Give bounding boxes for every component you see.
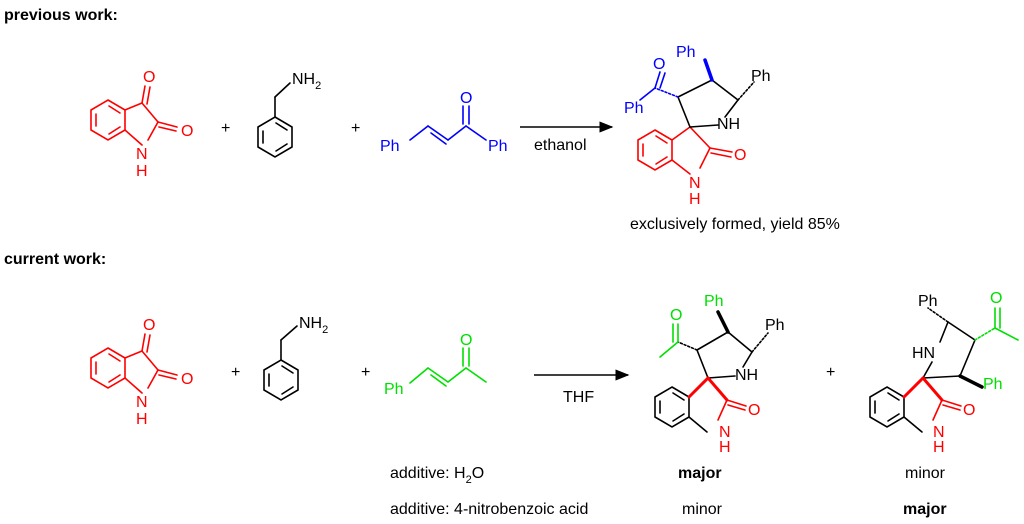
product-cur1-h: H (719, 439, 731, 456)
condition-thf: THF (563, 389, 594, 406)
isatin-1-o-right: O (181, 123, 193, 140)
isatin-2-o-right: O (181, 371, 193, 388)
product-prev-o-red: O (734, 147, 746, 164)
row1-product2-outcome: minor (905, 465, 946, 482)
product-prev-ph-right: Ph (751, 68, 771, 85)
current-plus-1: + (231, 364, 240, 381)
enone-o: O (460, 332, 472, 349)
product-cur1-nh: NH (735, 367, 758, 384)
isatin-molecule-2 (90, 333, 178, 394)
enone-molecule (409, 347, 487, 387)
product-prev-nh: NH (717, 116, 740, 133)
product-prev-ph-top: Ph (676, 44, 696, 61)
product-cur2-n: N (933, 424, 945, 441)
product-cur2-h: H (933, 439, 945, 456)
benzylamine-1-nh: NH2 (292, 71, 321, 92)
product-cur1-o-green: O (670, 307, 682, 324)
benzylamine-molecule-2 (263, 325, 299, 401)
additive-water-label: additive: H2O (390, 465, 484, 486)
chalcone-molecule (409, 105, 487, 145)
current-work-heading: current work: (4, 251, 106, 268)
product-prev-ph-blue: Ph (624, 100, 644, 117)
product-prev-h: H (689, 191, 701, 208)
product-current-1 (654, 310, 769, 433)
product-prev-o-blue: O (653, 56, 665, 73)
current-plus-3: + (826, 364, 835, 381)
product-cur2-o-green: O (990, 290, 1002, 307)
benzylamine-molecule-1 (257, 82, 293, 158)
previous-work-heading: previous work: (4, 7, 118, 24)
product-cur1-ph-top: Ph (704, 293, 724, 310)
product-cur2-hn: HN (912, 345, 935, 362)
benzylamine-2-nh: NH2 (299, 315, 328, 336)
chalcone-o: O (460, 90, 472, 107)
product-cur2-o-red: O (963, 402, 975, 419)
isatin-2-h: H (136, 411, 148, 428)
chalcone-ph-right: Ph (488, 138, 508, 155)
product-previous (637, 58, 755, 175)
isatin-molecule-1 (90, 85, 178, 146)
product-cur1-ph-right: Ph (765, 317, 785, 334)
row1-product1-outcome: major (678, 465, 722, 482)
product-cur2-ph-right: Ph (983, 376, 1003, 393)
condition-ethanol: ethanol (534, 137, 587, 154)
product-cur1-o-red: O (748, 402, 760, 419)
enone-ph: Ph (384, 381, 404, 398)
isatin-1-o-top: O (143, 69, 155, 86)
isatin-2-o-top: O (143, 317, 155, 334)
previous-result-text: exclusively formed, yield 85% (630, 216, 840, 233)
row2-product1-outcome: minor (682, 501, 723, 518)
product-cur1-n: N (719, 424, 731, 441)
previous-plus-2: + (351, 120, 360, 137)
previous-plus-1: + (221, 120, 230, 137)
product-prev-n: N (689, 175, 701, 192)
isatin-2-n: N (136, 394, 148, 411)
isatin-1-h: H (136, 163, 148, 180)
product-current-2 (869, 307, 1019, 433)
product-cur2-ph-top: Ph (918, 293, 938, 310)
additive-acid-label: additive: 4-nitrobenzoic acid (390, 501, 588, 518)
chalcone-ph-left: Ph (380, 138, 400, 155)
row2-product2-outcome: major (903, 501, 947, 518)
current-plus-2: + (361, 364, 370, 381)
isatin-1-n: N (136, 146, 148, 163)
